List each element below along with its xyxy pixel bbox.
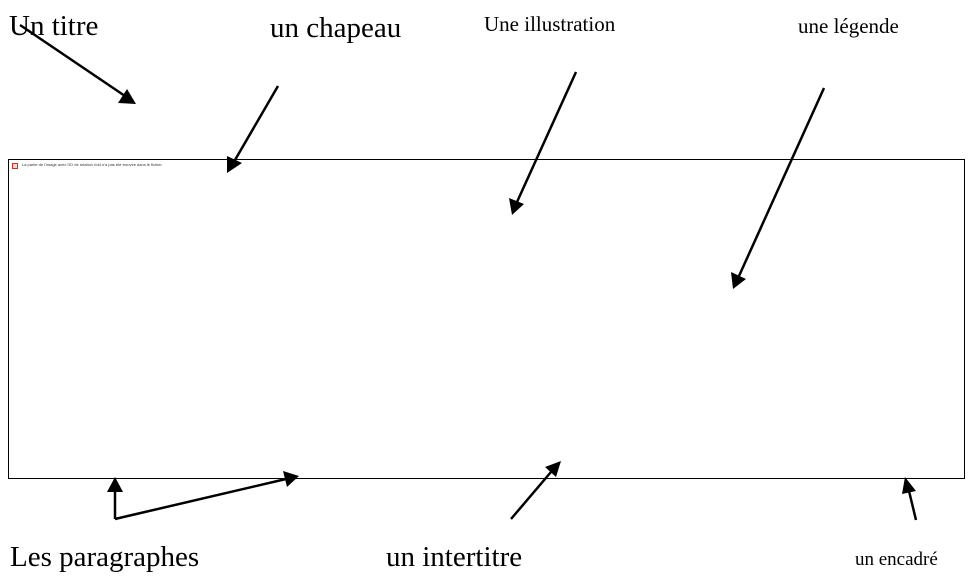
- label-titre: Un titre: [9, 10, 99, 42]
- label-intertitre: un intertitre: [386, 541, 523, 573]
- broken-image-icon: [12, 163, 18, 169]
- label-chapeau: un chapeau: [270, 12, 402, 44]
- arrow-encadre: [902, 477, 918, 521]
- label-illustration: Une illustration: [484, 12, 616, 36]
- label-encadre: un encadré: [855, 549, 938, 570]
- image-placeholder-frame: La partie de l'image avec l'ID de relati…: [8, 159, 965, 479]
- label-legende: une légende: [798, 14, 899, 38]
- missing-image-message: La partie de l'image avec l'ID de relati…: [22, 162, 163, 167]
- label-paragraphes: Les paragraphes: [10, 541, 200, 573]
